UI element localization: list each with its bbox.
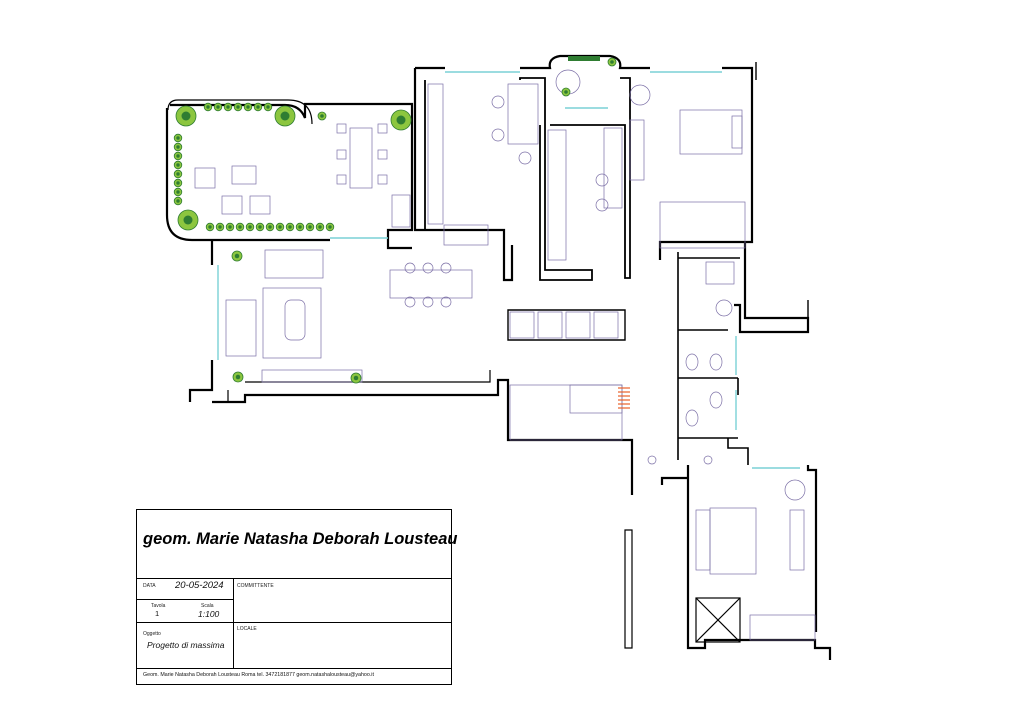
terrace-outline	[167, 99, 313, 125]
column-divider	[233, 578, 234, 668]
elevator	[695, 597, 741, 643]
plant-icon	[213, 102, 223, 112]
plant-icon	[173, 187, 183, 197]
center-room-wall	[550, 77, 631, 279]
plant-icon	[233, 102, 243, 112]
terrace-wall	[170, 102, 414, 250]
kitchen-counter	[427, 83, 444, 225]
planter-center	[568, 56, 600, 61]
terrace-armchair-2	[221, 195, 243, 215]
footer-contact: Geom. Marie Natasha Deborah Lousteau Rom…	[143, 672, 374, 678]
plant-icon	[390, 109, 412, 131]
plant-icon	[274, 105, 296, 127]
plant-icon	[235, 222, 245, 232]
plant-icon	[315, 222, 325, 232]
kitchen-inner-wall	[424, 77, 593, 281]
title-block: geom. Marie Natasha Deborah Lousteau DAT…	[136, 509, 458, 685]
plant-icon	[325, 222, 335, 232]
plant-icon	[253, 102, 263, 112]
oggetto-value: Progetto di massima	[147, 640, 225, 650]
plant-icon	[177, 209, 199, 231]
wardrobe-2	[749, 614, 816, 641]
committente-label: COMMITTENTE	[237, 583, 274, 589]
plant-icon	[305, 222, 315, 232]
kitchen-island	[507, 83, 539, 145]
kitchen-bench	[443, 224, 489, 246]
walls	[165, 54, 832, 660]
tavola-value: 1	[155, 609, 160, 618]
plant-icon	[243, 102, 253, 112]
plant-icon	[231, 250, 243, 262]
bedroom2-wall	[660, 465, 832, 660]
sofa-north	[264, 249, 324, 279]
scala-value: 1:100	[198, 609, 220, 619]
plant-icon	[232, 371, 244, 383]
exterior-column-1	[624, 529, 633, 649]
exterior-wall-right	[755, 62, 809, 318]
plants	[173, 57, 617, 384]
bath-walls	[677, 252, 749, 465]
plant-icon	[175, 105, 197, 127]
wardrobe-corridor	[507, 309, 626, 341]
terrace-armchair-1	[194, 167, 216, 189]
plant-icon	[173, 169, 183, 179]
plant-icon	[225, 222, 235, 232]
tv-unit	[261, 369, 363, 383]
plant-icon	[203, 102, 213, 112]
plant-icon	[263, 102, 273, 112]
terrace-coffee-table	[231, 165, 257, 185]
author-name: geom. Marie Natasha Deborah Lousteau	[143, 530, 458, 548]
data-label: DATA	[143, 583, 156, 589]
rug	[262, 287, 322, 359]
plant-icon	[245, 222, 255, 232]
living-west-wall	[188, 240, 634, 495]
plant-icon	[173, 196, 183, 206]
row-divider	[137, 622, 451, 623]
terrace-armchair-3	[249, 195, 271, 215]
wardrobe-1	[659, 201, 746, 249]
locale-label: LOCALE	[237, 626, 257, 632]
coffee-table	[284, 299, 306, 341]
plant-icon	[205, 222, 215, 232]
plant-icon	[223, 102, 233, 112]
plant-icon	[173, 151, 183, 161]
plant-icon	[317, 111, 327, 121]
row-divider	[137, 578, 451, 579]
plant-icon	[561, 87, 571, 97]
row-divider	[137, 668, 451, 669]
row-divider	[137, 599, 233, 600]
dining-table	[389, 269, 473, 299]
bed-1	[679, 109, 743, 155]
furniture	[194, 69, 816, 641]
tavola-label: Tavola	[151, 603, 166, 609]
scala-label: Scala	[201, 603, 214, 609]
kitchen-wall	[413, 54, 650, 282]
bed-2	[709, 507, 757, 575]
oggetto-label: Oggetto	[143, 631, 161, 637]
plant-icon	[285, 222, 295, 232]
stair-marks	[618, 387, 630, 409]
sofa-west	[225, 299, 257, 357]
plant-icon	[295, 222, 305, 232]
plant-icon	[607, 57, 617, 67]
plant-icon	[255, 222, 265, 232]
terrace-table	[349, 127, 373, 189]
windows	[217, 71, 800, 469]
plant-icon	[275, 222, 285, 232]
plant-icon	[173, 178, 183, 188]
plant-icon	[173, 160, 183, 170]
date-value: 20-05-2024	[175, 580, 224, 591]
plant-icon	[265, 222, 275, 232]
plant-icon	[215, 222, 225, 232]
terrace-rounded-edge	[165, 108, 330, 242]
plant-icon	[173, 133, 183, 143]
plant-icon	[350, 372, 362, 384]
plant-icon	[173, 142, 183, 152]
bedroom1-wall	[658, 66, 810, 334]
